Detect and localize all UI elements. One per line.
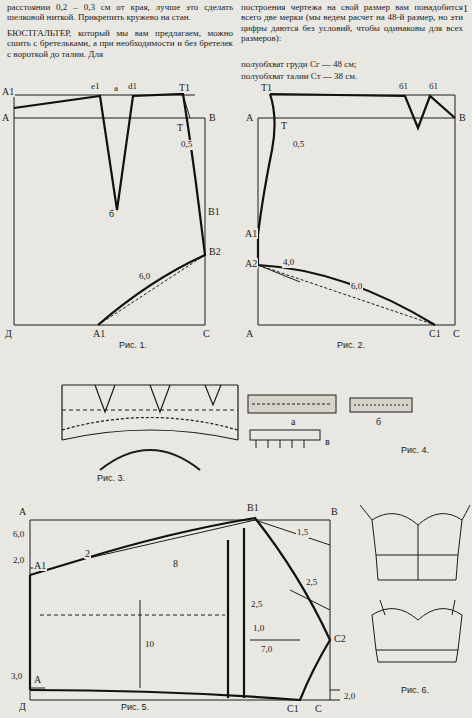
point-label: B: [208, 112, 217, 123]
point-label: 8: [172, 558, 179, 569]
point-label: A: [33, 674, 42, 685]
point-label: 3,0: [10, 672, 23, 682]
point-label: 2,0: [343, 692, 356, 702]
point-label: 6,0: [12, 530, 25, 540]
point-label: T1: [260, 82, 273, 93]
point-label: 4,0: [282, 258, 295, 268]
figure-caption: Рис. 5.: [120, 703, 150, 713]
point-label: d1: [127, 82, 138, 92]
point-label: B2: [208, 246, 222, 257]
figure-caption: Рис. 3.: [96, 474, 126, 484]
thin-frames: [14, 95, 455, 700]
point-label: C1: [286, 703, 300, 714]
point-label: 6,0: [350, 282, 363, 292]
point-label: б1: [398, 82, 409, 92]
point-label: A: [1, 112, 10, 123]
point-label: a: [113, 84, 119, 94]
point-label: B1: [246, 502, 260, 513]
point-label: в: [324, 436, 331, 447]
point-label: B: [458, 112, 467, 123]
point-label: 1,5: [296, 528, 309, 538]
point-label: C: [202, 328, 211, 339]
point-label: б: [108, 208, 115, 219]
point-label: б: [375, 416, 382, 427]
point-label: Д: [18, 701, 27, 712]
point-label: 0,5: [292, 140, 305, 150]
point-label: A1: [33, 560, 47, 571]
text-paragraph: построения чертежа на свой размер вам по…: [240, 2, 464, 43]
point-label: T1: [178, 82, 191, 93]
point-label: A: [18, 506, 27, 517]
point-label: 6,0: [138, 272, 151, 282]
point-label: A: [245, 112, 254, 123]
dart-detail: [62, 385, 238, 470]
point-label: 0,5: [180, 140, 193, 150]
point-label: Д: [4, 328, 13, 339]
point-label: A: [245, 328, 254, 339]
text-paragraph: БЮСТГАЛЬТЕР, который мы вам предлагаем, …: [6, 28, 234, 59]
point-label: 2,0: [12, 556, 25, 566]
point-label: B: [330, 506, 339, 517]
point-label: A1: [92, 328, 106, 339]
point-label: a: [290, 416, 296, 427]
point-label: T: [176, 122, 184, 133]
point-label: C: [452, 328, 461, 339]
figure-caption: Рис. 1.: [118, 341, 148, 351]
measure-line: полуобхват груди Сг — 48 см;: [240, 60, 358, 70]
figure-caption: Рис. 2.: [336, 341, 366, 351]
point-label: B1: [207, 206, 221, 217]
point-label: A1: [244, 228, 258, 239]
figure-caption: Рис. 4.: [400, 446, 430, 456]
point-label: б1: [428, 82, 439, 92]
measure-line: полуобхват талии Ст — 38 см.: [240, 72, 358, 82]
figure-caption: Рис. 6.: [400, 686, 430, 696]
strip-details: [248, 395, 412, 448]
point-label: C: [314, 703, 323, 714]
point-label: C1: [428, 328, 442, 339]
point-label: T: [280, 120, 288, 131]
point-label: 1,0: [252, 624, 265, 634]
text-paragraph: расстоянии 0,2 – 0,3 см от края, лучше э…: [6, 2, 234, 23]
point-label: 10: [144, 640, 155, 650]
point-label: C2: [333, 633, 347, 644]
point-label: e1: [90, 82, 101, 92]
point-label: 2,5: [305, 578, 318, 588]
point-label: A2: [244, 258, 258, 269]
bra-sketches: [360, 505, 470, 662]
point-label: A1: [1, 86, 15, 97]
point-label: 2,5: [250, 600, 263, 610]
point-label: 7,0: [260, 645, 273, 655]
point-label: 2: [84, 548, 91, 559]
